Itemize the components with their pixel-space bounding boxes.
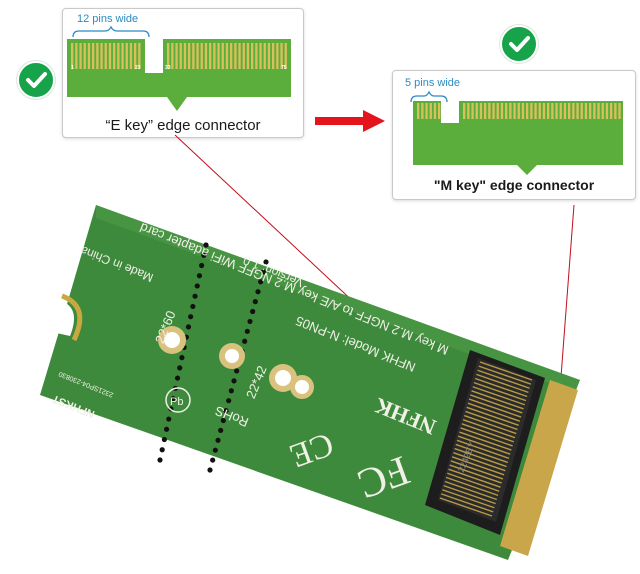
m-key-pins-label: 5 pins wide	[405, 77, 461, 89]
e-key-pin-1: 1	[71, 65, 74, 71]
e-key-connector-drawing	[67, 39, 291, 111]
e-key-bracket-icon	[72, 25, 150, 38]
e-key-caption: “E key” edge connector	[105, 117, 261, 134]
m-key-caption: "M key" edge connector	[433, 177, 595, 193]
m-key-connector-drawing	[413, 101, 623, 175]
svg-text:Pb: Pb	[170, 396, 183, 408]
m-key-bracket-icon	[410, 90, 448, 103]
right-check-icon	[500, 25, 538, 63]
left-check-icon	[17, 61, 55, 99]
e-key-pin-23: 23	[135, 65, 141, 71]
m-key-callout: 5 pins wide "M key" edge connector	[392, 70, 636, 200]
red-arrow-icon	[315, 110, 385, 132]
e-key-pin-75: 75	[281, 65, 287, 71]
e-key-pins-label: 12 pins wide	[77, 13, 139, 25]
e-key-pin-33: 33	[165, 65, 171, 71]
e-key-callout: 12 pins wide 1 23 33 75 “E key” edge con…	[62, 8, 304, 138]
